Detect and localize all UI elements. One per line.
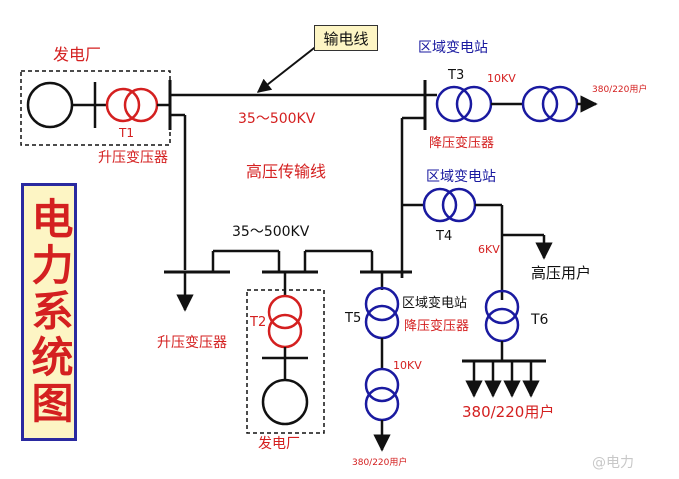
transformer-icon-t3 bbox=[435, 85, 473, 123]
label-users-t6: 380/220用户 bbox=[462, 403, 555, 421]
transformer-icon-t5b bbox=[364, 367, 400, 403]
label-t2: T2 bbox=[250, 315, 267, 330]
label-voltage-top: 35～500KV bbox=[238, 111, 316, 127]
label-voltage-mid: 35～500KV bbox=[232, 224, 310, 240]
label-users-t5: 380/220用户 bbox=[352, 458, 408, 468]
label-regional-substation-t4: 区域变电站 bbox=[426, 169, 496, 185]
label-6kv: 6KV bbox=[478, 243, 500, 256]
label-step-down-transformer-t5: 降压变压器 bbox=[404, 319, 470, 334]
transformer-icon-t4 bbox=[422, 187, 458, 223]
label-t3: T3 bbox=[448, 68, 465, 83]
label-regional-substation-t5: 区域变电站 bbox=[402, 296, 468, 311]
transformer-icon-t5 bbox=[364, 286, 400, 322]
label-step-up-transformer-mid: 升压变压器 bbox=[157, 335, 227, 351]
label-power-plant-top: 发电厂 bbox=[53, 45, 102, 64]
label-t5: T5 bbox=[345, 311, 362, 326]
label-t1: T1 bbox=[119, 126, 134, 140]
generator-icon-top bbox=[26, 81, 74, 129]
label-high-voltage-line: 高压传输线 bbox=[246, 162, 327, 181]
callout-transmission-line: 输电线 bbox=[314, 25, 378, 51]
label-step-down-transformer-t3: 降压变压器 bbox=[429, 136, 495, 151]
label-regional-substation-t3: 区域变电站 bbox=[418, 40, 488, 56]
label-high-voltage-users: 高压用户 bbox=[531, 264, 592, 282]
generator-icon-bottom bbox=[261, 378, 309, 426]
diagram-title: 电力系统图 bbox=[25, 197, 74, 427]
label-power-plant-bottom: 发电厂 bbox=[258, 436, 300, 452]
title-box: 电力系统图 bbox=[21, 183, 77, 441]
watermark: @电力 bbox=[592, 455, 634, 471]
transformer-icon-t6 bbox=[484, 289, 520, 325]
label-users-t3: 380/220用户 bbox=[592, 85, 648, 95]
label-t6: T6 bbox=[531, 312, 549, 328]
transformer-icon-t3b bbox=[521, 85, 559, 123]
label-t4: T4 bbox=[436, 229, 453, 244]
label-10kv-t3: 10KV bbox=[487, 72, 516, 85]
transformer-icon-t2 bbox=[267, 294, 303, 330]
transformer-icon-t1 bbox=[105, 87, 141, 123]
label-10kv-t5: 10KV bbox=[393, 359, 422, 372]
label-step-up-transformer-top: 升压变压器 bbox=[98, 150, 168, 166]
